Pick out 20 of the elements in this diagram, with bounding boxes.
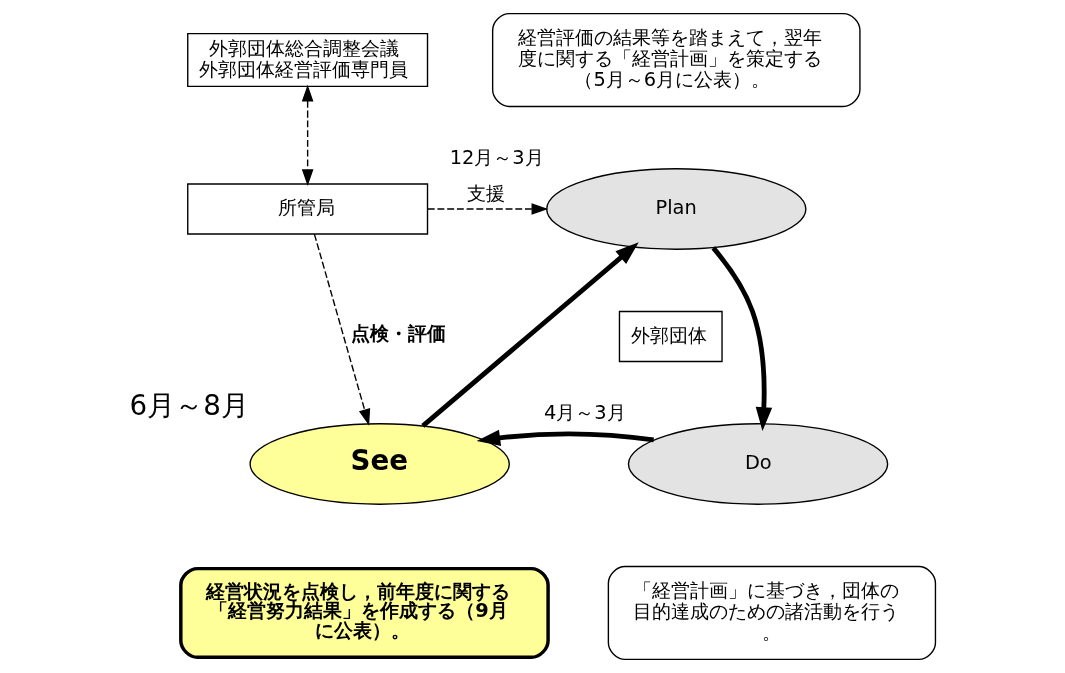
node-label: 6月～8月 bbox=[129, 389, 249, 423]
arrow bbox=[476, 429, 654, 447]
edge-label: 点検・評価 bbox=[350, 322, 446, 346]
arrow bbox=[711, 246, 773, 431]
node-box: 外郭団体 bbox=[618, 310, 723, 363]
node-box: 経営状況を点検し，前年度に関する「経営努力結果」を作成する（9月に公表）。 bbox=[179, 566, 550, 660]
node-box: 経営評価の結果等を踏まえて，翌年度に関する「経営計画」を策定する（5月～6月に公表）。 bbox=[491, 12, 861, 108]
arrow bbox=[313, 233, 371, 426]
node-ellipse: Plan bbox=[546, 168, 807, 250]
node-ellipse: See bbox=[249, 423, 510, 505]
node-box: 「経営計画」に基づき，団体の目的達成のための諸活動を行う。 bbox=[607, 565, 937, 661]
node-ellipse: Do bbox=[627, 423, 889, 505]
node-label: 4月～3月 bbox=[543, 400, 626, 424]
arrow bbox=[421, 242, 639, 428]
arrow bbox=[301, 84, 314, 186]
arrow bbox=[427, 203, 549, 215]
node-label: 12月～3月 bbox=[449, 145, 544, 169]
node-box: 所管局 bbox=[187, 183, 429, 235]
node-box: 外郭団体総合調整会議 外郭団体経営評価専門員 bbox=[187, 33, 429, 88]
edge-label: 支援 bbox=[467, 181, 506, 205]
